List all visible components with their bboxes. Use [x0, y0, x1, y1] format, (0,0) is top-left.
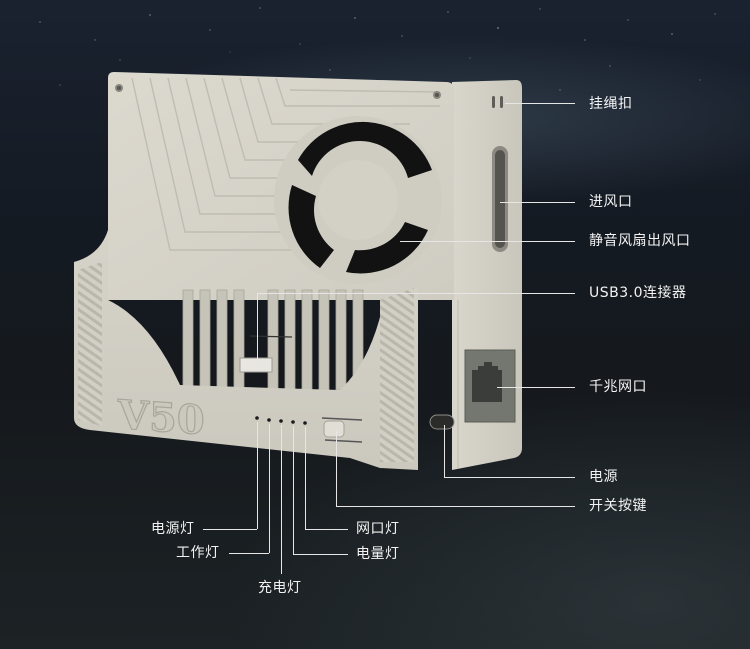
callout-line-charge-led: [281, 425, 282, 574]
callout-line-work-led-h: [229, 553, 269, 554]
callout-line-usb: [257, 293, 575, 294]
label-switch-button: 开关按键: [589, 498, 647, 514]
label-charge-led: 充电灯: [258, 580, 302, 596]
label-network-led: 网口灯: [356, 521, 400, 537]
fan-outlet: [274, 116, 442, 284]
label-lanyard: 挂绳扣: [589, 96, 633, 112]
callout-line-switch: [336, 506, 575, 507]
callout-line-power-led: [257, 422, 258, 529]
heatsink-fins: [182, 289, 364, 391]
callout-line-battery-led: [293, 426, 294, 554]
callout-line-lanyard: [505, 103, 575, 104]
label-power-led: 电源灯: [151, 521, 195, 537]
callout-line-network-led: [305, 427, 306, 529]
callout-line-network-led-h: [305, 529, 348, 530]
callout-line-power-drop: [444, 425, 445, 477]
label-gigabit-port: 千兆网口: [589, 379, 647, 395]
callout-line-power-led-h: [203, 529, 257, 530]
device-dock: V50: [74, 230, 418, 470]
callout-line-work-led: [269, 424, 270, 553]
callout-line-switch-drop: [336, 430, 337, 506]
usb-connector: [239, 335, 293, 373]
callout-line-fan-outlet: [400, 241, 575, 242]
model-mark: V50: [117, 391, 205, 444]
label-power: 电源: [589, 469, 618, 485]
callout-line-gigabit: [497, 387, 575, 388]
callout-line-air-inlet: [500, 202, 575, 203]
label-work-led: 工作灯: [176, 545, 220, 561]
callout-line-power: [444, 477, 575, 478]
callout-line-usb-drop: [257, 293, 258, 361]
label-fan-outlet: 静音风扇出风口: [589, 233, 691, 249]
callout-line-battery-led-h: [293, 554, 348, 555]
label-air-inlet: 进风口: [589, 194, 633, 210]
label-battery-led: 电量灯: [356, 546, 400, 562]
device-side-panel: [429, 80, 522, 470]
label-usb-connector: USB3.0连接器: [589, 285, 687, 301]
